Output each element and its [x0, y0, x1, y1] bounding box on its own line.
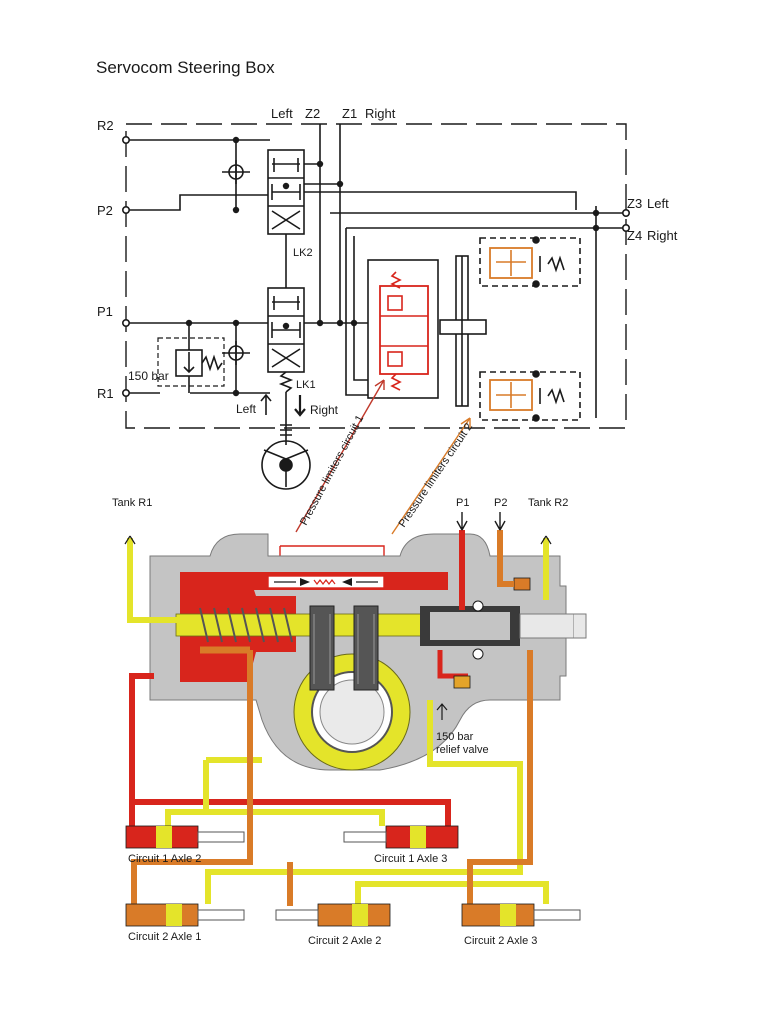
section-labels: Tank R1 P1 P2 Tank R2 150 bar relief val… [112, 497, 568, 947]
p2-line [126, 194, 270, 211]
pipe-circuit-1-right [132, 799, 451, 828]
label-circuit-2-axle-1: Circuit 2 Axle 1 [128, 931, 201, 943]
cylinder-circuit-1-axle-2 [125, 825, 245, 849]
lk2-valve [267, 149, 305, 290]
pressure-limiter-circuit-1 [367, 259, 439, 399]
label-z3-dir: Left [647, 196, 669, 211]
cylinder-circuit-2-axle-2 [275, 903, 391, 927]
label-tank-r1: Tank R1 [112, 497, 152, 509]
input-shaft [519, 613, 575, 639]
pressure-limiter-circuit-2-upper [479, 236, 581, 288]
z4-down [345, 228, 368, 396]
label-steer-left: Left [236, 402, 257, 416]
label-circuit-1-axle-3: Circuit 1 Axle 3 [374, 853, 447, 865]
callout-arrow-circuit-2 [391, 417, 471, 535]
port-label-r1: R1 [97, 386, 114, 401]
port-p2-fitting [513, 577, 531, 591]
callout-label-circuit-2: Pressure limiters circuit 2 [397, 421, 476, 530]
pipe-p2 [497, 530, 514, 587]
cylinders [125, 825, 581, 927]
steer-left-arrow [260, 393, 272, 415]
callout-arrow-circuit-1 [295, 379, 385, 533]
steer-right-arrow [294, 395, 306, 417]
label-lk1: LK1 [296, 379, 316, 391]
label-z1: Z1 [342, 106, 357, 121]
junction-dots [185, 136, 600, 397]
pipe-yellow-2 [205, 700, 523, 904]
label-circuit-1-axle-2: Circuit 1 Axle 2 [128, 853, 201, 865]
label-circuit-2-axle-3: Circuit 2 Axle 3 [464, 935, 537, 947]
z3-line [304, 191, 577, 210]
worm-thread [199, 607, 293, 643]
port-label-r2: R2 [97, 118, 114, 133]
label-z4-dir: Right [647, 228, 678, 243]
central-piston [439, 255, 487, 407]
cylinder-circuit-1-axle-3 [343, 825, 459, 849]
relief-valve-box [157, 323, 225, 393]
hydraulic-schematic [122, 123, 630, 490]
pipe-tank-r1 [127, 538, 178, 623]
page-title: Servocom Steering Box [96, 58, 275, 77]
check-valve-upper [222, 160, 250, 184]
pipe-circuit-2-left [131, 650, 253, 906]
steering-box-cross-section [149, 533, 587, 771]
schematic-labels: R2 P2 P1 R1 Left Z2 Z1 Right Z3 Left Z4 … [97, 106, 678, 417]
pressure-limiter-circuit-2-lower [479, 370, 581, 422]
pressure-limiter-window [267, 575, 385, 589]
label-tank-r2: Tank R2 [528, 497, 568, 509]
cylinder-circuit-2-axle-3 [461, 903, 581, 927]
callout-label-circuit-1: Pressure limiters circuit 1 [298, 413, 366, 527]
callout-arrowhead-circuit-2 [460, 417, 471, 428]
label-relief-valve-text: relief valve [436, 744, 489, 756]
port-label-p1: P1 [97, 304, 113, 319]
label-relief-valve-bar: 150 bar [436, 731, 474, 743]
pipe-circuit-1-left [129, 673, 154, 828]
supply-pipes [124, 512, 552, 906]
lk1-valve [267, 287, 305, 445]
label-lk2: LK2 [293, 247, 313, 259]
steering-wheel [261, 440, 311, 490]
label-right-top: Right [365, 106, 396, 121]
label-z3: Z3 [627, 196, 642, 211]
relief-valve-marker [453, 675, 471, 689]
label-left-top: Left [271, 106, 293, 121]
pipe-circuit-2-right [467, 650, 533, 906]
label-steer-right: Right [310, 403, 339, 417]
pipe-yellow-1 [203, 760, 385, 826]
cross-lines [304, 163, 368, 324]
cylinder-circuit-2-axle-1 [125, 903, 245, 927]
check-valve-lower [222, 341, 250, 365]
port-label-p2: P2 [97, 203, 113, 218]
label-z4: Z4 [627, 228, 642, 243]
mid-down [353, 236, 368, 381]
callout-arrowhead-circuit-1 [374, 379, 385, 390]
label-section-p1: P1 [456, 497, 469, 509]
label-circuit-2-axle-2: Circuit 2 Axle 2 [308, 935, 381, 947]
schematic-boundary [125, 123, 627, 429]
label-150-bar: 150 bar [128, 369, 169, 383]
label-z2: Z2 [305, 106, 320, 121]
port-markers [122, 136, 630, 397]
label-section-p2: P2 [494, 497, 507, 509]
